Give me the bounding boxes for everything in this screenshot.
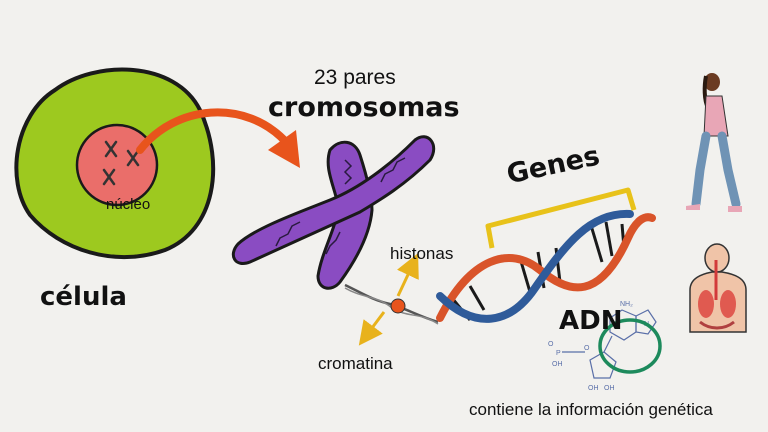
phosphate-p-text: P	[556, 350, 561, 357]
pairs-label: 23 pares	[314, 66, 396, 89]
anatomy-figure	[689, 243, 747, 333]
histones-label: histonas	[390, 244, 454, 263]
chromatin-label: cromatina	[318, 354, 393, 373]
caption-text: contiene la información genética	[469, 400, 713, 419]
base-highlight-circle	[598, 318, 662, 374]
cell-label: célula	[40, 282, 127, 312]
phosphate-o1-text: O	[548, 341, 554, 348]
mini-chromosome-icon	[102, 140, 140, 186]
nucleus	[75, 123, 159, 207]
dna-label: ADN	[559, 306, 623, 336]
chromosomes-title: cromosomas	[268, 92, 460, 123]
cell-to-chromosome-arrow	[136, 108, 300, 168]
phosphate-o2-text: O	[584, 345, 590, 352]
histone-bead	[390, 298, 406, 314]
genes-bracket	[485, 187, 637, 249]
woman-figure	[686, 73, 742, 212]
chromatin-fiber	[344, 283, 439, 325]
dna-helix	[436, 209, 656, 323]
sugar-oh2-text: OH	[604, 385, 615, 392]
cell-illustration	[14, 67, 216, 259]
base-nh2-text: NH₂	[620, 301, 633, 308]
chromosome-illustration	[231, 135, 436, 290]
phosphate-oh-text: OH	[552, 361, 563, 368]
nucleus-label: núcleo	[106, 196, 151, 213]
chromatin-pointer	[358, 311, 386, 346]
sugar-oh1-text: OH	[588, 385, 599, 392]
histones-pointer	[396, 253, 419, 297]
